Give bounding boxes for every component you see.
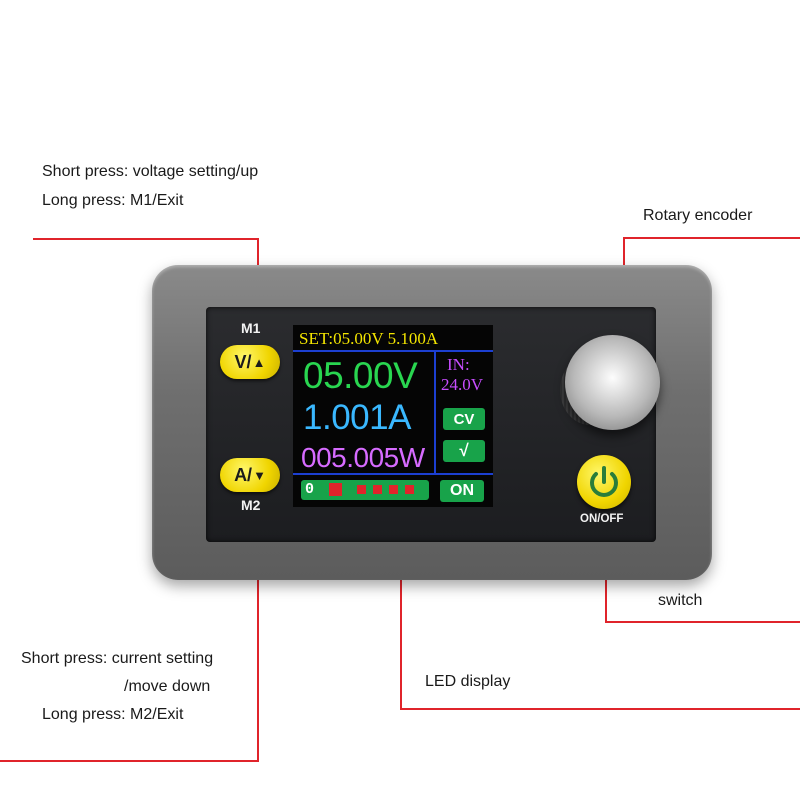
- m2-leader-line: [0, 760, 259, 762]
- rotary-encoder-knob[interactable]: [565, 335, 660, 430]
- set-values-readout: SET:05.00V 5.100A: [299, 329, 439, 348]
- screen-divider-vertical: [434, 350, 436, 475]
- m1-leader-line: [33, 238, 259, 240]
- output-power-readout: 005.005W: [301, 442, 425, 473]
- memory-slot: [389, 485, 398, 494]
- m2-short-press-continued-label: /move down: [124, 678, 211, 695]
- m2-leader-line-vertical: [257, 530, 259, 762]
- m1-long-press-label: Long press: M1/Exit: [42, 192, 184, 209]
- down-triangle-icon: ▼: [253, 467, 266, 483]
- output-on-badge: ON: [440, 480, 484, 502]
- current-down-label: A/: [234, 464, 253, 485]
- led-display-label: LED display: [425, 673, 511, 690]
- voltage-up-label: V/: [234, 351, 252, 372]
- led-display: SET:05.00V 5.100A 05.00V 1.001A 005.005W…: [293, 325, 493, 507]
- m1-short-press-label: Short press: voltage setting/up: [42, 163, 259, 180]
- power-button[interactable]: [577, 455, 631, 509]
- memory-slot-bar: 0: [301, 480, 429, 500]
- m2-label: M2: [241, 497, 261, 513]
- memory-slot: [373, 485, 382, 494]
- power-icon: [590, 466, 618, 497]
- current-down-button[interactable]: A/▼: [220, 458, 280, 492]
- display-leader-line: [400, 708, 800, 710]
- screen-divider-top: [293, 350, 493, 352]
- output-voltage-readout: 05.00V: [303, 355, 418, 396]
- status-ok-badge: √: [443, 440, 485, 462]
- switch-leader-line-vertical: [605, 540, 607, 622]
- memory-slot: [405, 485, 414, 494]
- screen-divider-bottom: [293, 473, 493, 475]
- m2-short-press-label: Short press: current setting: [21, 650, 214, 667]
- voltage-up-button[interactable]: V/▲: [220, 345, 280, 379]
- switch-leader-line: [605, 621, 800, 623]
- m2-long-press-label: Long press: M2/Exit: [42, 706, 184, 723]
- switch-label: switch: [658, 592, 703, 609]
- memory-slot-active: [329, 483, 342, 496]
- up-triangle-icon: ▲: [252, 354, 266, 370]
- input-label: IN:: [447, 355, 470, 374]
- encoder-leader-line: [623, 237, 800, 239]
- cv-mode-badge: CV: [443, 408, 485, 430]
- m1-label: M1: [241, 320, 261, 336]
- memory-slot-index: 0: [305, 481, 315, 498]
- memory-slot: [357, 485, 366, 494]
- display-leader-line-vertical: [400, 507, 402, 710]
- onoff-label: ON/OFF: [580, 513, 624, 525]
- output-current-readout: 1.001A: [303, 398, 411, 437]
- rotary-encoder-label: Rotary encoder: [643, 207, 753, 224]
- input-voltage-readout: 24.0V: [441, 375, 484, 394]
